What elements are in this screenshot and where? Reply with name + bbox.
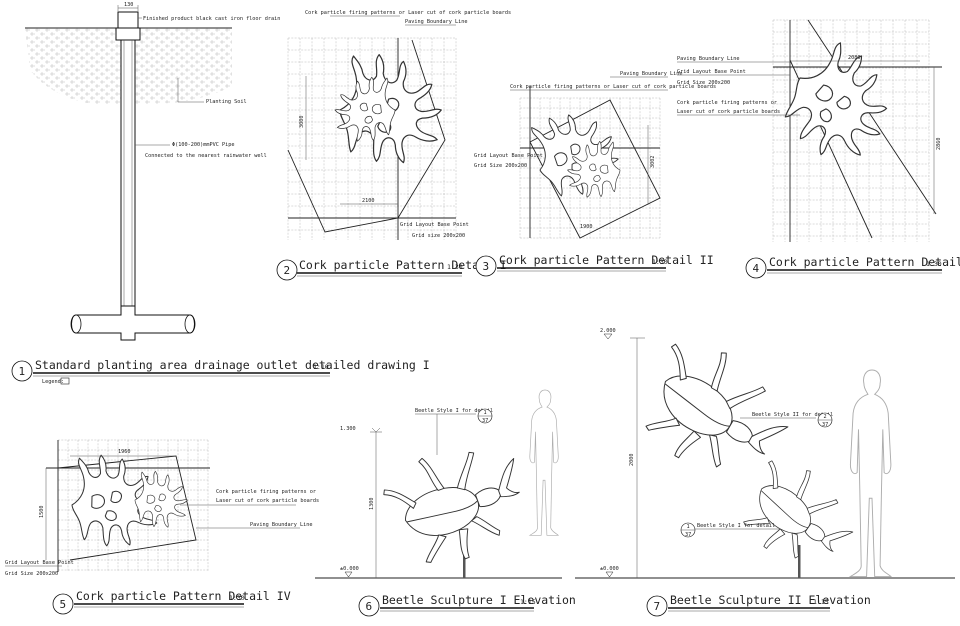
detail-4-number: 5 xyxy=(60,598,67,611)
beetle-2-number: 7 xyxy=(654,600,661,613)
detail-3-cork-label-2: Laser cut of cork particle boards xyxy=(677,109,780,115)
drainage-detail-number: 1 xyxy=(19,365,26,378)
beetle-sculpture-1-elevation: 1.300 ±0.000 1300 Beetle Style I for det… xyxy=(315,389,576,617)
detail-3-number: 4 xyxy=(753,262,760,275)
detail-4-vertical-dimension: 1500 xyxy=(39,506,45,519)
pvc-pipe-label-2: Connected to the nearest rainwater well xyxy=(145,153,267,159)
beetle-2-ref1-number: 1 xyxy=(687,524,690,530)
cork-pattern-detail-2: 3002 1900 Paving Boundary Line Cork part… xyxy=(474,71,716,277)
detail-2-cork-label: Cork particle firing patterns or Laser c… xyxy=(510,84,716,90)
detail-2-horizontal-dimension: 1900 xyxy=(580,224,593,230)
detail-2-base-point-label: Grid Layout Base Point xyxy=(474,153,543,159)
detail-3-cork-label-1: Cork particle firing patterns or xyxy=(677,100,777,106)
drain-top-dimension: 130 xyxy=(124,2,133,8)
detail-2-scale: 1:30 xyxy=(652,258,668,266)
beetle-2-ref-label: Beetle Style II for detail xyxy=(752,412,833,418)
detail-3-vertical-dimension: 2860 xyxy=(936,138,942,151)
beetle-1-ref-sheet: 37 xyxy=(482,418,488,424)
detail-4-paving-label: Paving Boundary Line xyxy=(250,522,312,528)
beetle-2-ref-number: 2 xyxy=(824,414,827,420)
beetle-2-height-dimension: 2000 xyxy=(629,454,635,467)
detail-3-paving-label: Paving Boundary Line xyxy=(677,56,739,62)
beetle-2-top-level: 2.000 xyxy=(600,328,616,334)
beetle-sculpture-2-elevation: 2.000 ±0.000 2000 Beetle Style II for de… xyxy=(575,327,955,617)
detail-1-grid-size-label: Grid size 200x200 xyxy=(412,233,465,239)
drainage-detail-title: Standard planting area drainage outlet d… xyxy=(35,358,430,372)
drain-label: Finished product black cast iron floor d… xyxy=(143,16,280,22)
detail-4-title: Cork particle Pattern Detail IV xyxy=(76,589,291,603)
beetle-1-ref-label: Beetle Style I for detail xyxy=(415,408,493,414)
detail-2-title: Cork particle Pattern Detail II xyxy=(499,253,714,267)
detail-1-number: 2 xyxy=(284,264,291,277)
detail-1-base-point-label: Grid Layout Base Point xyxy=(400,222,469,228)
beetle-1-title: Beetle Sculpture I Elevation xyxy=(382,593,576,607)
cork-pattern-detail-4: 1960 1500 Cork particle firing patterns … xyxy=(5,439,319,615)
detail-4-scale: 1:30 xyxy=(229,594,245,602)
beetle-2-ref1-label: Beetle Style I for detail xyxy=(697,523,775,529)
detail-4-cork-label-2: Laser cut of cork particle boards xyxy=(216,498,319,504)
pvc-pipe-label: Φ(100-200)mmPVC Pipe xyxy=(172,142,234,148)
beetle-1-ref-number: 1 xyxy=(484,410,487,416)
beetle-1-ground-level: ±0.000 xyxy=(340,566,359,572)
detail-2-vertical-dimension: 3002 xyxy=(650,156,656,169)
beetle-2-scale: 1:15 xyxy=(813,598,829,606)
detail-1-vertical-dimension: 3000 xyxy=(299,116,305,129)
beetle-1-height-dimension: 1300 xyxy=(369,498,375,511)
detail-4-cork-label-1: Cork particle firing patterns or xyxy=(216,489,316,495)
legend-symbol xyxy=(60,377,70,385)
detail-4-grid-size-label: Grid Size 200x200 xyxy=(5,571,58,577)
legend-label: Legend: xyxy=(42,379,64,385)
detail-2-paving-label: Paving Boundary Line xyxy=(620,71,682,77)
beetle-2-ref1-sheet: 37 xyxy=(685,532,691,538)
beetle-2-title: Beetle Sculpture II Elevation xyxy=(670,593,871,607)
detail-2-number: 3 xyxy=(483,260,490,273)
detail-1-title: Cork particle Pattern Detail I xyxy=(299,258,507,272)
cork-pattern-detail-3: 2080 2860 Paving Boundary Line Grid Layo… xyxy=(677,19,960,279)
detail-1-paving-label: Paving Boundary Line xyxy=(405,19,467,25)
detail-4-base-point-label: Grid Layout Base Point xyxy=(5,560,74,566)
detail-3-horizontal-dimension: 2080 xyxy=(848,55,861,61)
beetle-1-scale: 1:15 xyxy=(520,598,536,606)
detail-1-horizontal-dimension: 2100 xyxy=(362,198,375,204)
drainage-detail-scale: 1:10 xyxy=(313,363,329,371)
beetle-2-ground-level: ±0.000 xyxy=(600,566,619,572)
detail-1-scale: 1:30 xyxy=(447,263,463,271)
beetle-2-ref-sheet: 37 xyxy=(822,422,828,428)
detail-2-grid-size-label: Grid Size 200x200 xyxy=(474,163,527,169)
cork-pattern-detail-1: 3000 2100 Cork particle firing patterns … xyxy=(276,10,511,281)
planting-soil-label: Planting Soil xyxy=(206,99,247,105)
detail-1-cork-label: Cork particle firing patterns or Laser c… xyxy=(305,10,511,16)
beetle-1-top-level: 1.300 xyxy=(340,426,356,432)
drainage-outlet-detail: 130 Finished product black cast iron flo… xyxy=(11,2,430,385)
beetle-1-number: 6 xyxy=(366,600,373,613)
detail-3-base-point-label: Grid Layout Base Point xyxy=(677,69,746,75)
detail-3-title: Cork particle Pattern Detail III xyxy=(769,255,960,269)
detail-4-horizontal-dimension: 1960 xyxy=(118,449,131,455)
detail-3-grid-size-label: Grid Size 200x200 xyxy=(677,80,730,86)
detail-3-scale: 1:30 xyxy=(926,260,942,268)
